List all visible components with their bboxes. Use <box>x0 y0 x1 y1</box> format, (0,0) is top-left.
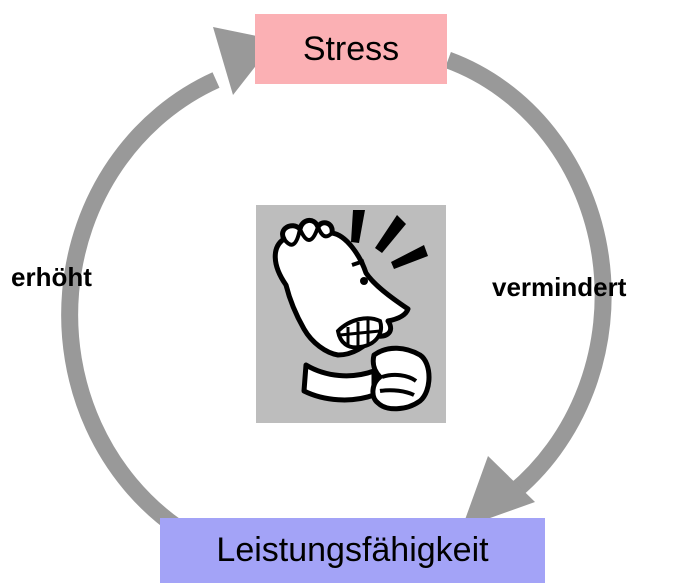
hair <box>282 226 334 247</box>
stress-line-3 <box>391 245 428 269</box>
performance-node: Leistungsfähigkeit <box>160 518 545 583</box>
hand <box>370 345 432 412</box>
fingers <box>379 372 418 397</box>
eye <box>360 277 368 285</box>
stress-line-2 <box>375 215 406 253</box>
performance-node-label: Leistungsfähigkeit <box>216 531 489 569</box>
stressed-person-icon <box>256 205 446 423</box>
edge-label-decreases: vermindert <box>492 272 627 302</box>
edge-label-increases: erhöht <box>11 262 92 292</box>
stress-node: Stress <box>255 14 447 84</box>
teeth <box>339 319 381 347</box>
arrow-right-head <box>462 456 535 528</box>
stress-line-1 <box>351 210 365 243</box>
arrow-left-arc <box>61 72 220 535</box>
arrow-right-arc <box>445 52 612 502</box>
stress-node-label: Stress <box>302 29 400 68</box>
eyebrow <box>351 259 365 267</box>
